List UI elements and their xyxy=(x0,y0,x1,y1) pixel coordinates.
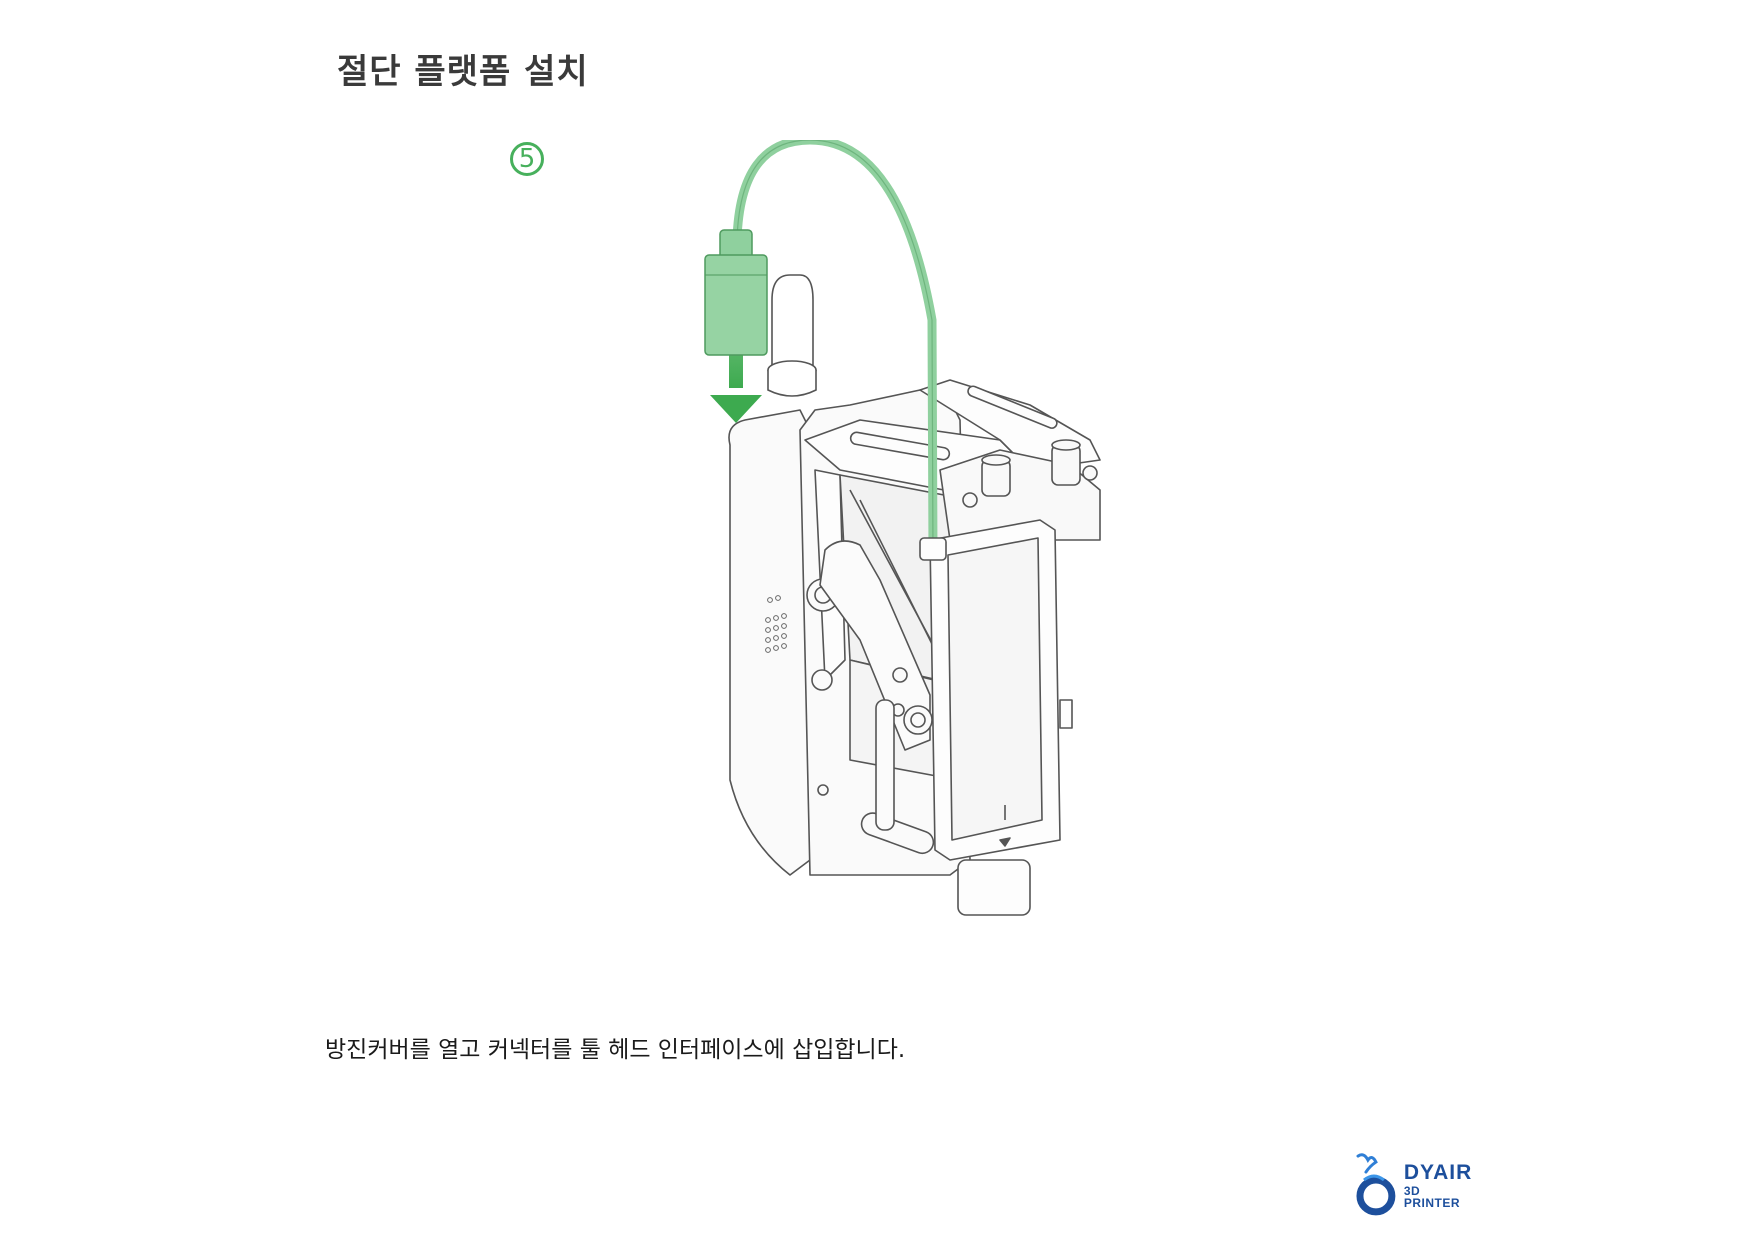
step-number: 5 xyxy=(518,144,536,174)
logo-text: DYAIR 3D PRINTER xyxy=(1404,1162,1480,1209)
dyair-logo-icon xyxy=(1356,1153,1396,1216)
logo-name: DYAIR xyxy=(1403,1160,1473,1184)
cutter-lever xyxy=(806,540,933,751)
instruction-text: 방진커버를 열고 커넥터를 툴 헤드 인터페이스에 삽입합니다. xyxy=(325,1037,906,1063)
tool-head-connector-illustration xyxy=(704,140,1101,916)
logo-subtitle: 3D PRINTER xyxy=(1403,1183,1461,1210)
lever-rail xyxy=(875,699,895,831)
front-panel xyxy=(929,519,1073,916)
connector-plug xyxy=(704,229,768,356)
ptfe-tube xyxy=(767,274,817,397)
connector-cable xyxy=(732,140,947,561)
extruder-assembly xyxy=(939,439,1101,541)
page-title: 절단 플랫폼 설치 xyxy=(337,52,589,92)
brand-logo: DYAIR 3D PRINTER xyxy=(1350,1150,1480,1220)
step-number-badge: 5 xyxy=(510,142,544,176)
